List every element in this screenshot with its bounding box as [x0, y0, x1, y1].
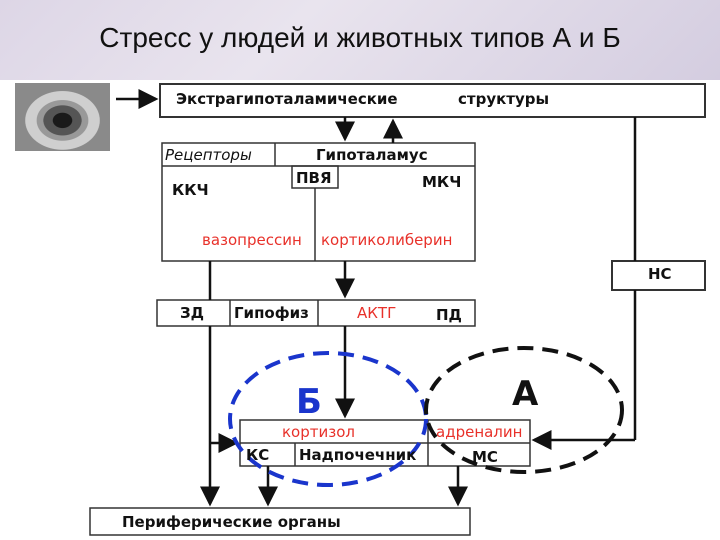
group-b-label: Б: [296, 382, 322, 422]
zd-label: ЗД: [180, 304, 205, 322]
kkch-label: ККЧ: [172, 181, 209, 199]
cortisol-label: кортизол: [282, 423, 355, 441]
pituitary-label: Гипофиз: [234, 304, 309, 322]
structures-label: структуры: [458, 90, 550, 108]
hypothalamus-label: Гипоталамус: [316, 146, 428, 164]
pd-label: ПД: [436, 306, 462, 324]
peripheral-box: [89, 507, 471, 536]
eye-image: [15, 83, 110, 151]
title-bar: [0, 0, 720, 80]
pvn-label: ПВЯ: [296, 169, 332, 187]
ellipse-a: [424, 346, 624, 474]
ns-label: НС: [648, 265, 672, 283]
adrenaline-label: адреналин: [436, 423, 523, 441]
group-a-label: А: [512, 374, 539, 414]
ks-label: КС: [246, 446, 270, 464]
extrahypothalamic-box: [159, 83, 706, 118]
ellipse-b: [228, 351, 428, 487]
acth-label: АКТГ: [357, 304, 397, 322]
ns-box: [611, 260, 706, 291]
hypothalamus-box: [161, 142, 476, 262]
mkch-label: МКЧ: [422, 173, 462, 191]
receptors-label: Рецепторы: [165, 146, 252, 164]
adrenal-label: Надпочечник: [299, 446, 417, 464]
vasopressin-label: вазопрессин: [202, 231, 302, 249]
ms-label: МС: [472, 448, 498, 466]
page-title: Стресс у людей и животных типов А и Б: [99, 22, 621, 53]
peripheral-label: Периферические органы: [122, 513, 341, 531]
extrahypothalamic-label: Экстрагипоталамические: [176, 90, 398, 108]
pituitary-box: [156, 299, 476, 327]
corticoliberin-label: кортиколиберин: [321, 231, 453, 249]
